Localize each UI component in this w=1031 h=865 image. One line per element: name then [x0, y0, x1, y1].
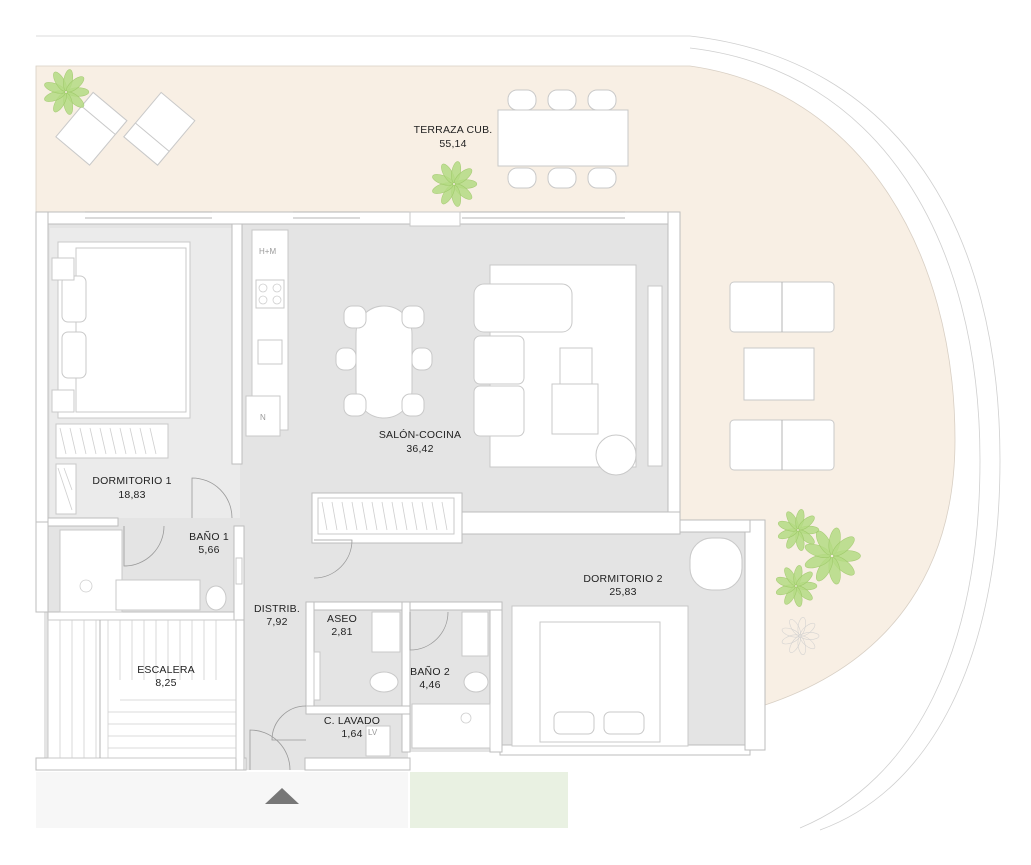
room-labels: TERRAZA CUB. 55,14 SALÓN-COCINA 36,42 DO…	[92, 124, 662, 740]
door-swings	[123, 477, 449, 771]
salon-name: SALÓN-COCINA	[379, 428, 461, 441]
bano1-area: 5,66	[198, 544, 219, 556]
terraza-area: 55,14	[439, 138, 466, 150]
wardrobe-corridor	[317, 497, 455, 535]
wall-aseo-west	[305, 601, 315, 713]
plant-icon	[777, 509, 820, 551]
triangle-up-icon	[265, 788, 299, 804]
plant-icon	[804, 527, 861, 585]
microwave-label: H+M	[259, 247, 276, 256]
bano1-name: BAÑO 1	[189, 530, 229, 543]
plant-icon	[44, 69, 90, 115]
lavado-name: C. LAVADO	[324, 715, 380, 727]
dormitorio1-area: 18,83	[118, 489, 145, 501]
terraza-name: TERRAZA CUB.	[414, 124, 493, 136]
north-windows	[85, 211, 625, 227]
aseo-area: 2,81	[331, 626, 352, 638]
plant-icon	[432, 161, 478, 207]
wall-dorm2-north	[461, 511, 681, 535]
wall-bano1-south	[47, 611, 245, 621]
terrace-sofas	[729, 281, 835, 471]
bano2-fixtures	[411, 611, 491, 749]
dormitorio2-area: 25,83	[609, 586, 636, 598]
fridge-label: N	[260, 413, 266, 422]
wall-dorm1-south	[47, 517, 119, 527]
aseo-fixtures	[313, 611, 401, 701]
washer-label: LV	[368, 728, 378, 737]
wall-east-2	[744, 519, 766, 751]
bed-dormitorio2	[511, 537, 743, 747]
distrib-area: 7,92	[266, 616, 287, 628]
terrace-dining	[497, 89, 629, 189]
wardrobe-dormitorio1	[55, 423, 169, 515]
bano2-area: 4,46	[419, 679, 440, 691]
lavado-area: 1,64	[341, 728, 362, 740]
wall-west	[35, 211, 49, 523]
escalera-area: 8,25	[155, 677, 176, 689]
wall-west-lower	[35, 521, 49, 613]
wall-lavado	[305, 705, 411, 715]
bano1-fixtures	[59, 529, 243, 613]
kitchen-counter: H+M N	[245, 229, 289, 437]
terrace-area	[35, 65, 956, 706]
salon-area: 36,42	[406, 443, 433, 455]
wall-bano2-east	[489, 601, 503, 753]
plant-icon	[775, 565, 818, 607]
dining-table	[335, 305, 433, 419]
bano2-name: BAÑO 2	[410, 665, 450, 678]
entrance-paving	[36, 772, 408, 828]
wall-bano2-north	[409, 601, 503, 611]
escalera-name: ESCALERA	[137, 664, 195, 676]
aseo-name: ASEO	[327, 613, 357, 625]
wall-south	[35, 757, 247, 771]
dormitorio1-name: DORMITORIO 1	[92, 475, 171, 487]
site-boundary-inner	[689, 47, 981, 829]
bed-dormitorio1	[51, 241, 191, 419]
wall-aseo-east	[401, 601, 411, 753]
wall-south-2	[304, 757, 411, 771]
wall-dorm1-east	[231, 223, 243, 465]
wall-east	[667, 211, 681, 523]
wall-stairs-east	[235, 619, 245, 771]
stairs	[47, 619, 237, 759]
lawn	[410, 772, 568, 828]
wall-aseo	[305, 601, 411, 611]
site-boundary	[36, 35, 1001, 831]
plant-icon	[781, 616, 820, 656]
terrace-loungers	[55, 91, 196, 166]
dormitorio2-name: DORMITORIO 2	[583, 573, 662, 585]
living-area	[473, 264, 663, 476]
distrib-name: DISTRIB.	[254, 603, 300, 615]
plant-icon	[44, 69, 861, 656]
lavado-fixtures: LV	[365, 725, 391, 757]
wall-dorm2-north-b	[679, 519, 751, 533]
